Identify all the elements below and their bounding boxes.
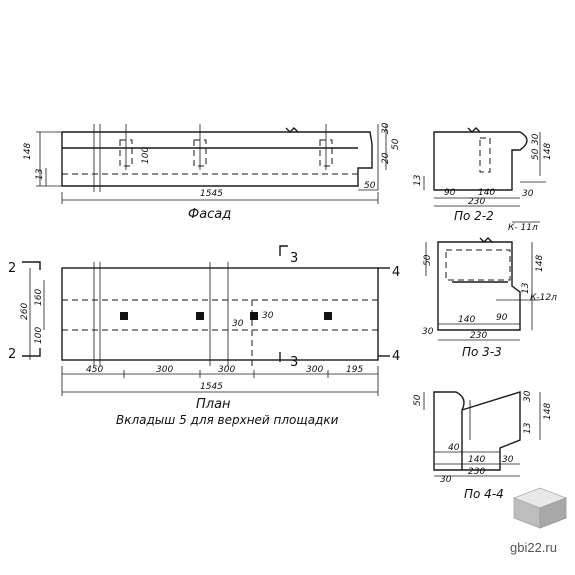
plan-dim-160: 160 [34, 289, 44, 306]
s22-dim-30: 30 [531, 133, 541, 145]
s44-dim-30c: 30 [440, 475, 452, 485]
s33-dim-50: 50 [423, 254, 433, 266]
s44-dim-140: 140 [468, 455, 485, 465]
section-4-4-outline [433, 391, 465, 471]
plan-mark-2-bottom: 2 [8, 347, 16, 362]
plan-dim-300b: 300 [218, 365, 235, 375]
facade-dim-148: 148 [23, 143, 33, 160]
s33-dim-230: 230 [470, 331, 487, 341]
plan-dim-260: 260 [20, 303, 30, 320]
facade-dim-1545: 1545 [200, 189, 223, 199]
facade-outline [61, 131, 373, 187]
plan-view: 2 2 3 3 4 4 260 160 100 450 300 300 300 … [8, 245, 400, 427]
plan-mark-4-bottom: 4 [392, 349, 400, 364]
s44-dim-40: 40 [448, 443, 460, 453]
plan-mark-4-top: 4 [392, 265, 400, 280]
s44-dim-30b: 30 [502, 455, 514, 465]
s33-label-k12: К-12л [530, 293, 557, 303]
s33-dim-90: 90 [496, 313, 508, 323]
plan-dim-1545: 1545 [200, 382, 223, 392]
embed-plate-3 [250, 312, 258, 320]
section-3-3-title: По 3-3 [462, 345, 502, 359]
facade-dim-100: 100 [141, 147, 151, 164]
s44-dim-13: 13 [523, 422, 533, 434]
section-3-3: 50 148 13 30 140 90 230 К- 11л К-12л По … [422, 221, 557, 359]
s33-dim-13: 13 [521, 282, 531, 294]
watermark-logo-icon [512, 487, 568, 529]
facade-dim-20: 20 [381, 152, 391, 164]
section-4-4-title: По 4-4 [464, 487, 504, 501]
plan-dim-300c: 300 [306, 365, 323, 375]
plan-subtitle: Вкладыш 5 для верхней площадки [116, 413, 339, 427]
embed-plate-2 [196, 312, 204, 320]
facade-dim-13: 13 [35, 168, 45, 180]
s22-dim-50: 50 [531, 148, 541, 160]
plan-dim-30b: 30 [232, 319, 244, 329]
s44-dim-30: 30 [523, 390, 533, 402]
plan-mark-3-top: 3 [290, 251, 298, 266]
section-2-2-title: По 2-2 [454, 209, 494, 223]
facade-dim-50: 50 [391, 138, 401, 150]
watermark-text: gbi22.ru [510, 540, 557, 555]
plan-dim-195: 195 [346, 365, 363, 375]
facade-dim-50b: 50 [364, 181, 376, 191]
section-2-2: 30 50 148 13 90 140 230 30 По 2-2 [413, 127, 553, 223]
watermark: gbi22.ru [510, 487, 568, 555]
plan-dim-300a: 300 [156, 365, 173, 375]
s33-label-k11: К- 11л [508, 223, 538, 233]
plan-mark-3-bottom: 3 [290, 355, 298, 370]
s44-dim-148: 148 [543, 403, 553, 420]
section-2-2-outline [433, 131, 528, 191]
s22-dim-30b: 30 [522, 189, 534, 199]
section-3-3-outline [437, 241, 521, 331]
s33-dim-148: 148 [535, 255, 545, 272]
s33-dim-140: 140 [458, 315, 475, 325]
plan-dim-30a: 30 [262, 311, 274, 321]
embed-plate-4 [324, 312, 332, 320]
embed-plate-1 [120, 312, 128, 320]
plan-dim-100: 100 [34, 327, 44, 344]
s44-dim-230: 230 [468, 467, 485, 477]
s22-dim-148: 148 [543, 143, 553, 160]
s33-dim-30: 30 [422, 327, 434, 337]
plan-dim-450: 450 [86, 365, 103, 375]
facade-dim-30: 30 [381, 122, 391, 134]
section-4-4: 50 30 148 13 40 140 30 230 30 По 4-4 [413, 390, 553, 501]
s22-dim-90: 90 [444, 188, 456, 198]
s44-dim-50: 50 [413, 394, 423, 406]
plan-title: План [196, 397, 231, 412]
s22-dim-230: 230 [468, 197, 485, 207]
plan-outline [61, 267, 379, 361]
facade-title: Фасад [188, 207, 231, 222]
facade-view: 148 13 1545 30 50 20 50 100 Фасад [23, 122, 401, 222]
plan-mark-2-top: 2 [8, 261, 16, 276]
s22-dim-140: 140 [478, 188, 495, 198]
s22-dim-13: 13 [413, 174, 423, 186]
